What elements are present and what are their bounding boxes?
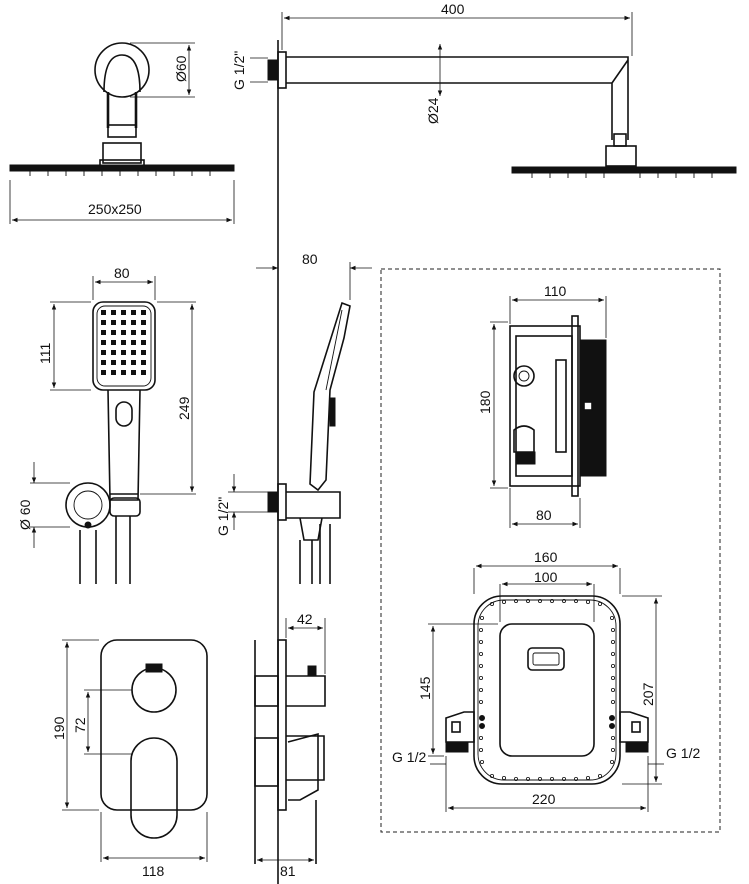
thread-left-label: G 1/2	[392, 749, 426, 765]
box-front-view: 160 100 145 207 220 G 1/2 G 1/2	[392, 549, 700, 812]
handle-offset-label: 72	[72, 717, 88, 733]
plate-height-label: 190	[51, 716, 67, 740]
mixer-depth-label: 81	[280, 863, 296, 879]
hand-shower-side-view: 80 G 1/2"	[215, 251, 372, 584]
mixer-side-view: 42 81	[254, 611, 326, 879]
shower-head-front-view: 250x250 Ø60	[9, 42, 235, 224]
frame-width-label: 220	[532, 791, 556, 807]
spout-depth-label: 42	[297, 611, 313, 627]
box-outer-height-label: 207	[640, 682, 656, 706]
box-outer-width-label: 160	[534, 549, 558, 565]
spray-dot-grid	[101, 310, 146, 375]
plate-width-label: 118	[142, 863, 165, 879]
pipe-diameter-label: Ø24	[425, 97, 441, 124]
shower-arm-side-view: 400 Ø24 G 1/2"	[231, 1, 737, 178]
arm-thread-label: G 1/2"	[231, 51, 247, 90]
side-depth-label: 80	[302, 251, 318, 267]
arm-length-label: 400	[441, 1, 465, 17]
hand-head-width-label: 80	[114, 265, 130, 281]
hand-shower-front-view: 80 111 249 Ø 60	[17, 265, 196, 584]
box-depth-label: 110	[544, 283, 567, 299]
arm-diameter-label: Ø60	[173, 55, 189, 82]
box-height-label: 180	[477, 390, 493, 414]
installation-box-frame	[380, 268, 721, 833]
shower-head-width-label: 250x250	[88, 201, 142, 217]
nozzle-row	[29, 171, 211, 176]
holder-diameter-label: Ø 60	[17, 499, 33, 530]
hand-total-length-label: 249	[176, 396, 192, 420]
hand-head-height-label: 111	[37, 343, 53, 364]
mounting-hole-ring	[478, 599, 616, 782]
box-inner-height-label: 145	[417, 676, 433, 700]
box-inner-width-label: 100	[534, 569, 558, 585]
box-body-depth-label: 80	[536, 507, 552, 523]
hand-thread-label: G 1/2"	[215, 497, 231, 536]
thread-right-label: G 1/2	[666, 745, 700, 761]
box-side-view: 110 180 80	[477, 283, 607, 528]
mixer-front-view: 190 72 118	[51, 639, 208, 879]
